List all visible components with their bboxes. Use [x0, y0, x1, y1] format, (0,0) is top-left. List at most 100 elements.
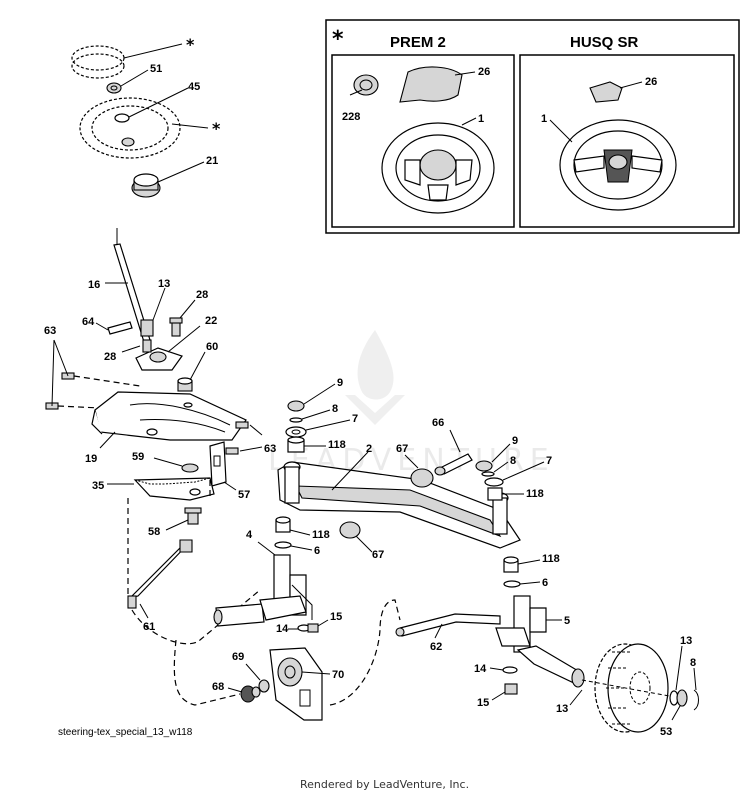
label-15-right: 15	[477, 697, 489, 709]
label-4: 4	[246, 529, 253, 541]
label-6-left: 6	[314, 545, 320, 557]
spindle-4	[213, 554, 313, 627]
bolt-58	[184, 507, 202, 525]
gear-68	[240, 685, 261, 703]
bushing-118-lower-right	[503, 556, 519, 573]
label-67-upper: 67	[396, 443, 408, 455]
steering-arm-70	[269, 647, 323, 721]
label-2: 2	[366, 443, 372, 455]
nut-15-right	[504, 683, 518, 695]
label-57: 57	[238, 489, 250, 501]
label-53: 53	[660, 726, 672, 738]
steering-wheel-variants-inset: * PREM 2 HUSQ SR 26 228 1	[325, 19, 740, 234]
inset-panel-prem2	[331, 54, 515, 228]
label-19: 19	[85, 453, 97, 465]
label-7-left: 7	[352, 413, 358, 425]
drag-link-61	[127, 539, 193, 609]
steering-wheel-1-prem2	[381, 122, 495, 214]
guide-line-e	[131, 589, 261, 645]
label-45: 45	[188, 81, 200, 93]
label-8-right: 8	[510, 455, 516, 467]
spindle-5	[495, 595, 585, 688]
label-118-lower-left: 118	[312, 529, 330, 541]
washer-45	[114, 113, 130, 123]
label-68: 68	[212, 681, 224, 693]
label-63-left: 63	[44, 325, 56, 337]
clip-8-right	[481, 471, 495, 477]
label-118-lower-right: 118	[542, 553, 560, 565]
nut-15-left	[307, 623, 319, 633]
guide-line-b	[57, 405, 101, 409]
bolt-28	[169, 317, 183, 337]
label-13-top: 13	[158, 278, 170, 290]
label-67-lower: 67	[372, 549, 384, 561]
inset-label-26-prem2: 26	[478, 66, 490, 78]
bolt-63-right	[225, 421, 249, 455]
steering-wheel-assembly-top: * 51 45 * 21	[71, 35, 221, 198]
label-13-right: 13	[680, 635, 692, 647]
label-59: 59	[132, 451, 144, 463]
inset-label-228: 228	[342, 111, 360, 123]
label-118-upper-right: 118	[526, 488, 544, 500]
label-7-right: 7	[546, 455, 552, 467]
cap-228	[353, 74, 379, 96]
label-62: 62	[430, 641, 442, 653]
inset-label-26-husq: 26	[645, 76, 657, 88]
clip-8-left	[289, 417, 303, 423]
washer-14-right	[502, 666, 518, 674]
label-16: 16	[88, 279, 100, 291]
label-14-left: 14	[276, 623, 289, 635]
bearing-flange-22	[135, 339, 183, 371]
steering-wheel-1-husq	[559, 119, 677, 211]
bracket-57	[209, 441, 227, 487]
washer-7-right	[484, 477, 504, 487]
guide-line-g	[329, 599, 401, 706]
label-118-upper-left: 118	[328, 439, 346, 451]
label-61: 61	[143, 621, 155, 633]
label-64: 64	[82, 316, 95, 328]
washer-7-left	[285, 426, 307, 438]
label-8-left: 8	[332, 403, 338, 415]
label-8-wheel: 8	[690, 657, 696, 669]
cover-26-prem2	[399, 66, 463, 103]
guide-line-a	[73, 375, 141, 387]
adapter-21	[131, 173, 161, 198]
nut-60	[177, 377, 193, 392]
cover-26-husq	[589, 81, 623, 103]
label-star-wheel: *	[212, 119, 221, 138]
nut-51	[106, 82, 122, 94]
bushing-118-upper-left	[287, 436, 305, 453]
label-14-right: 14	[474, 663, 487, 675]
label-66: 66	[432, 417, 444, 429]
guide-line-f	[173, 639, 241, 706]
inset-panel-husq-sr	[519, 54, 735, 228]
washer-6-left	[274, 541, 292, 549]
label-star-top: *	[186, 35, 195, 54]
label-6-right: 6	[542, 577, 548, 589]
leadventure-watermark: LEADVENTURE	[268, 330, 549, 478]
cap-9-right	[475, 460, 493, 472]
label-21: 21	[206, 155, 218, 167]
pivot-bolt-66	[434, 453, 473, 476]
clip-8-wheel	[693, 689, 699, 711]
inset-asterisk: *	[332, 27, 344, 52]
front-wheel	[594, 643, 669, 733]
hub-cap	[71, 45, 125, 79]
label-70: 70	[332, 669, 344, 681]
diagram-name: steering-tex_special_13_w118	[58, 727, 193, 738]
label-60: 60	[206, 341, 218, 353]
bolts-63-left	[45, 339, 75, 410]
label-28-top: 28	[196, 289, 208, 301]
label-28-lower: 28	[104, 351, 116, 363]
cap-53	[676, 689, 688, 707]
label-63-right: 63	[264, 443, 276, 455]
washer-6-right	[503, 580, 521, 588]
sector-gear-35	[133, 477, 215, 501]
label-69: 69	[232, 651, 244, 663]
label-13-lower: 13	[556, 703, 568, 715]
label-58: 58	[148, 526, 160, 538]
inset-label-1-prem2: 1	[478, 113, 484, 125]
label-9-right: 9	[512, 435, 518, 447]
label-35: 35	[92, 480, 104, 492]
